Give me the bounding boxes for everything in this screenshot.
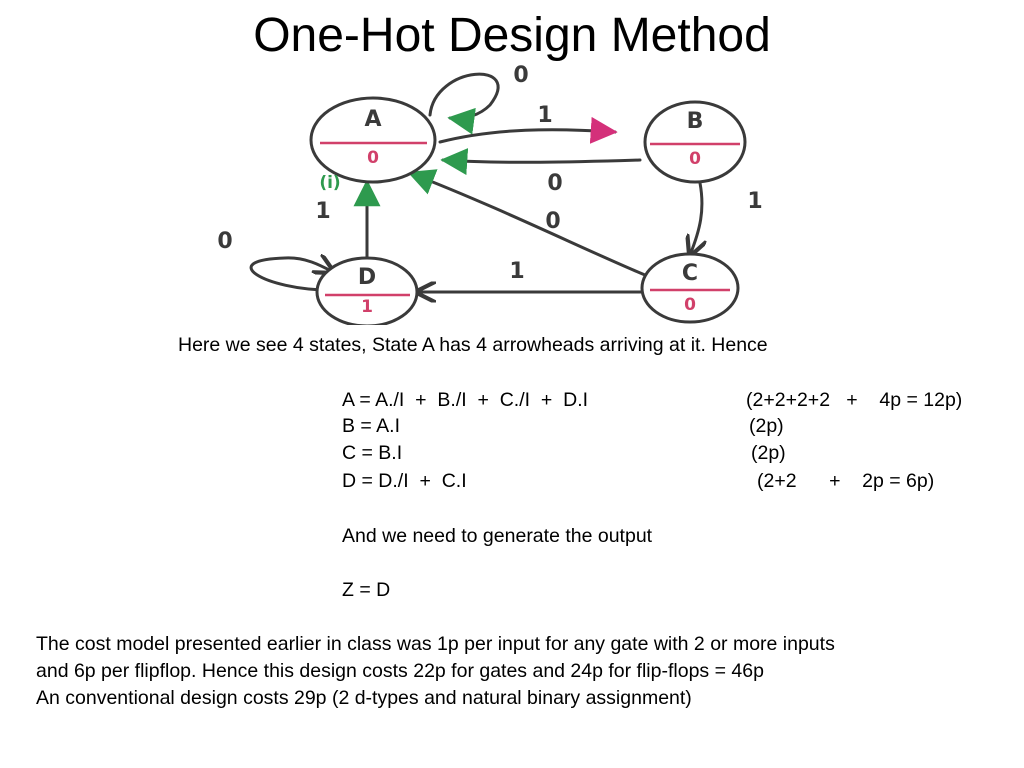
edge-b-to-a [440, 148, 642, 176]
label-b-to-c: 1 [747, 189, 762, 214]
label-c-to-a: 0 [545, 209, 560, 234]
equation-d: D = D./I + C.I [342, 470, 467, 492]
conclusion-line: and 6p per flipflop. Hence this design c… [36, 660, 764, 682]
label-d-to-a-note: (i) [319, 173, 340, 193]
state-diagram: A B C D 0 0 0 1 0 1 0 0 1 1 1 0 (i) [217, 63, 763, 325]
conclusion: The cost model presented earlier in clas… [36, 631, 835, 712]
label-d-self: 0 [217, 229, 232, 254]
label-d-to-a: 1 [315, 199, 330, 224]
label-c-to-d: 1 [509, 259, 524, 284]
label-b-to-a: 0 [547, 171, 562, 196]
edge-d-self [249, 258, 333, 292]
output-intro: And we need to generate the output [342, 525, 653, 547]
conclusion-line: An conventional design costs 29p (2 d-ty… [36, 687, 692, 709]
edge-a-to-b [438, 116, 618, 144]
cost-b: (2p) [749, 415, 784, 437]
cost-d: (2+2 + 2p = 6p) [757, 470, 935, 492]
edge-a-self [428, 72, 500, 135]
label-a-self: 0 [513, 63, 528, 88]
state-a-name: A [364, 107, 381, 132]
state-b-name: B [687, 109, 704, 134]
state-a-output: 0 [367, 148, 379, 168]
label-a-to-b: 1 [537, 103, 552, 128]
state-c [640, 252, 740, 324]
slide-title: One-Hot Design Method [253, 9, 771, 62]
state-d-name: D [358, 265, 376, 290]
state-c-output: 0 [684, 295, 696, 315]
edge-b-to-c [690, 181, 702, 255]
state-b [643, 100, 747, 184]
cost-c: (2p) [751, 442, 786, 464]
output-equation: Z = D [342, 579, 391, 601]
cost-a: (2+2+2+2 + 4p = 12p) [746, 389, 963, 411]
state-b-output: 0 [689, 149, 701, 169]
state-a [309, 96, 437, 184]
state-d [315, 256, 419, 325]
conclusion-line: The cost model presented earlier in clas… [36, 633, 835, 655]
edge-c-to-a [407, 169, 647, 277]
equation-c: C = B.I [342, 442, 403, 464]
equation-a: A = A./I + B./I + C./I + D.I [342, 389, 589, 411]
equation-b: B = A.I [342, 415, 400, 437]
state-c-name: C [682, 261, 698, 286]
intro-text: Here we see 4 states, State A has 4 arro… [178, 334, 768, 356]
state-d-output: 1 [361, 297, 373, 317]
